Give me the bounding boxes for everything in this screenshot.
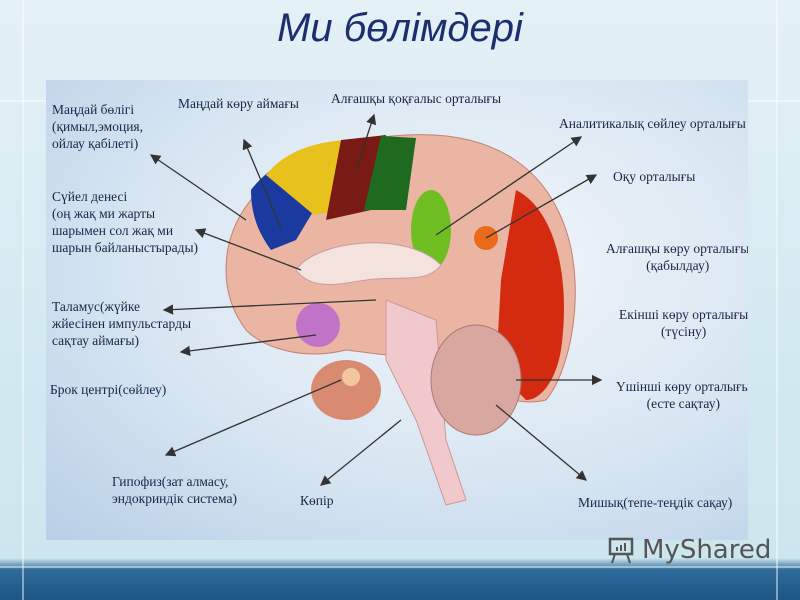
brain-diagram: Маңдай бөлігі(қимыл,эмоция,ойлау қабілет…: [46, 80, 748, 540]
thalamus-area: [296, 303, 340, 347]
presentation-board-icon: [608, 537, 634, 564]
label-pituitary: Гипофиз(зат алмасу,эндокриндік система): [112, 474, 237, 506]
label-primary-motor: Алғашқы қоқғалыс орталығы: [331, 91, 502, 106]
brainstem: [385, 299, 467, 506]
arrows: [149, 113, 603, 486]
label-broca: Брок центрі(сөйлеу): [50, 382, 167, 397]
label-primary-visual: Алғашқы көру орталығы(қабылдау): [606, 241, 748, 273]
pituitary: [342, 368, 360, 386]
green-area: [364, 136, 416, 210]
label-pons: Көпір: [300, 493, 334, 508]
watermark-text: MyShared: [642, 535, 772, 565]
label-cerebellum: Мишық(тепе-теңдік сақау): [578, 495, 733, 510]
slide-title: Ми бөлімдері: [277, 6, 523, 50]
label-reading: Оқу орталығы: [613, 169, 696, 184]
broca-area: [311, 360, 381, 420]
grid-line: [0, 566, 800, 568]
yellow-area: [266, 140, 346, 215]
watermark-logo: MyShared: [606, 535, 771, 565]
visual-area-red: [496, 190, 564, 400]
brain-illustration: [149, 113, 603, 506]
label-frontal-vision: Маңдай көру аймағы: [178, 96, 299, 111]
cerebellum: [430, 324, 522, 436]
grid-line: [776, 0, 778, 600]
analytic-speech-area: [411, 190, 451, 270]
corpus-callosum: [295, 242, 442, 285]
label-tertiary-visual: Үшінші көру орталығы(есте сақтау): [616, 379, 748, 411]
label-frontal-lobe: Маңдай бөлігі(қимыл,эмоция,ойлау қабілет…: [52, 102, 144, 151]
grid-line: [22, 0, 24, 600]
label-secondary-visual: Екінші көру орталығы(түсіну): [619, 307, 748, 339]
label-analytic-speech: Аналитикалық сөйлеу орталығы: [559, 116, 746, 131]
